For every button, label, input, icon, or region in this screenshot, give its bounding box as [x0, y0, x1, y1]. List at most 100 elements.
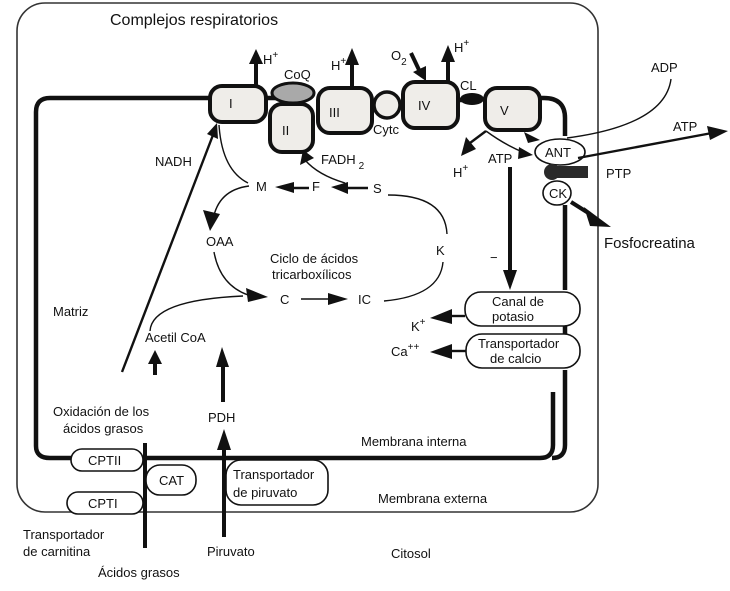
atp-to-ant-arrow: [485, 130, 533, 159]
complex-i-label: I: [229, 96, 233, 111]
complex-iii-label: III: [329, 105, 340, 120]
potassium-channel-line1: Canal de: [492, 294, 544, 309]
ptp-label: PTP: [606, 166, 631, 181]
carnitine-transporter-line2: de carnitina: [23, 544, 91, 559]
atp-cytosol-label: ATP: [673, 119, 697, 134]
m-to-i-curve: [218, 124, 249, 184]
complex-v-label: V: [500, 103, 509, 118]
inner-membrane-bottom: [146, 392, 556, 461]
inner-membrane-label: Membrana interna: [361, 434, 467, 449]
cytc-circle: [372, 90, 402, 120]
tca-k: K: [436, 243, 445, 258]
ic-to-k-curve: [383, 261, 444, 302]
f-to-m-arrow: [275, 182, 309, 193]
c-to-ic-arrow: [301, 293, 348, 305]
cat-label: CAT: [159, 473, 184, 488]
pyruvate-transporter-line1: Transportador: [233, 467, 315, 482]
proton-label-i: H+: [263, 50, 278, 67]
fadh2-arrowhead: [300, 150, 314, 165]
coq-label: CoQ: [284, 67, 311, 82]
cl-label: CL: [460, 78, 477, 93]
fao-to-acetylcoa-arrow: [148, 350, 162, 375]
atp-matrix-label: ATP: [488, 151, 512, 166]
fao-label-line1: Oxidación de los: [53, 404, 150, 419]
tca-s: S: [373, 181, 382, 196]
proton-label-iii: H+: [331, 56, 346, 73]
potassium-channel[interactable]: [464, 291, 581, 327]
tca-oaa: OAA: [206, 234, 234, 249]
complex-ii-label: II: [282, 123, 289, 138]
carnitine-transporter-line1: Transportador: [23, 527, 105, 542]
tca-title-line2: tricarboxílicos: [272, 267, 352, 282]
tca-ic: IC: [358, 292, 371, 307]
inner-membrane: [33, 95, 212, 461]
tca-f: F: [312, 179, 320, 194]
fatty-acids-label: Ácidos grasos: [98, 565, 180, 580]
fao-label-line2: ácidos grasos: [63, 421, 144, 436]
nadh-arrow: [120, 123, 218, 373]
outer-membrane: [16, 2, 599, 513]
oaa-to-c-curve: [213, 251, 249, 296]
atp-export-arrow: [577, 126, 728, 160]
ck-label: CK: [549, 186, 567, 201]
tca-c: C: [280, 292, 289, 307]
matrix-label: Matriz: [53, 304, 88, 319]
cytc-label: Cytc: [373, 122, 400, 137]
tca-title-line1: Ciclo de ácidos: [270, 251, 359, 266]
pyruvate-label: Piruvato: [207, 544, 255, 559]
atp-inhibit-arrow: [503, 167, 517, 290]
cpti-transporter[interactable]: [66, 491, 144, 515]
ptp-pore[interactable]: [544, 164, 588, 180]
cat-transporter[interactable]: [145, 464, 197, 496]
inhibition-sign: −: [490, 250, 498, 265]
potassium-label: K+: [411, 317, 426, 334]
oxygen-arrow: [409, 52, 426, 81]
pdh-label: PDH: [208, 410, 235, 425]
proton-arrow-iii: [345, 48, 359, 88]
cptii-transporter[interactable]: [70, 448, 144, 472]
acetylcoa-label: Acetil CoA: [145, 330, 206, 345]
potassium-efflux-arrow: [430, 309, 465, 324]
coq-ellipse: [270, 81, 316, 105]
ck-enzyme[interactable]: [542, 180, 572, 206]
v-to-ant-arrow: [524, 132, 540, 143]
proton-arrow-i: [249, 49, 263, 86]
acetylcoa-to-c-curve: [149, 295, 244, 332]
cl-ellipse: [460, 93, 484, 105]
title: Complejos respiratorios: [110, 12, 278, 29]
pdh-to-acetylcoa-arrow: [216, 347, 229, 402]
tca-m: M: [256, 179, 267, 194]
phosphocreatine-label: Fosfocreatina: [604, 235, 696, 252]
proton-label-iv: H+: [454, 38, 469, 55]
nadh-label: NADH: [155, 154, 192, 169]
complex-i[interactable]: [208, 84, 268, 124]
potassium-channel-line2: potasio: [492, 309, 534, 324]
complex-v[interactable]: [483, 86, 542, 132]
complex-iii[interactable]: [316, 86, 374, 135]
pyruvate-to-pdh-arrow: [217, 429, 231, 537]
k-to-s-curve: [387, 194, 448, 235]
complex-iv[interactable]: [401, 80, 460, 130]
calcium-transporter-line2: de calcio: [490, 351, 541, 366]
outer-membrane-label: Membrana externa: [378, 491, 488, 506]
calcium-efflux-arrow: [430, 344, 466, 359]
complex-iv-label: IV: [418, 98, 431, 113]
adp-curve: [566, 78, 672, 139]
cptii-label: CPTII: [88, 453, 121, 468]
cpti-label: CPTI: [88, 496, 118, 511]
complex-ii[interactable]: [268, 102, 315, 154]
pyruvate-transporter-line2: de piruvato: [233, 485, 297, 500]
s-to-ii-curve: [304, 159, 346, 184]
oaa-to-c-arrowhead: [246, 288, 268, 302]
phosphocreatine-arrow: [569, 200, 611, 227]
pyruvate-transporter[interactable]: [225, 459, 329, 506]
ant-transporter[interactable]: [534, 138, 586, 166]
proton-arrow-v: [461, 130, 487, 156]
m-to-oaa-arrowhead: [203, 210, 220, 231]
calcium-label: Ca++: [391, 342, 419, 359]
inner-membrane-top-right: [540, 95, 568, 136]
oxygen-label: O2: [391, 48, 407, 68]
calcium-transporter-line1: Transportador: [478, 336, 560, 351]
